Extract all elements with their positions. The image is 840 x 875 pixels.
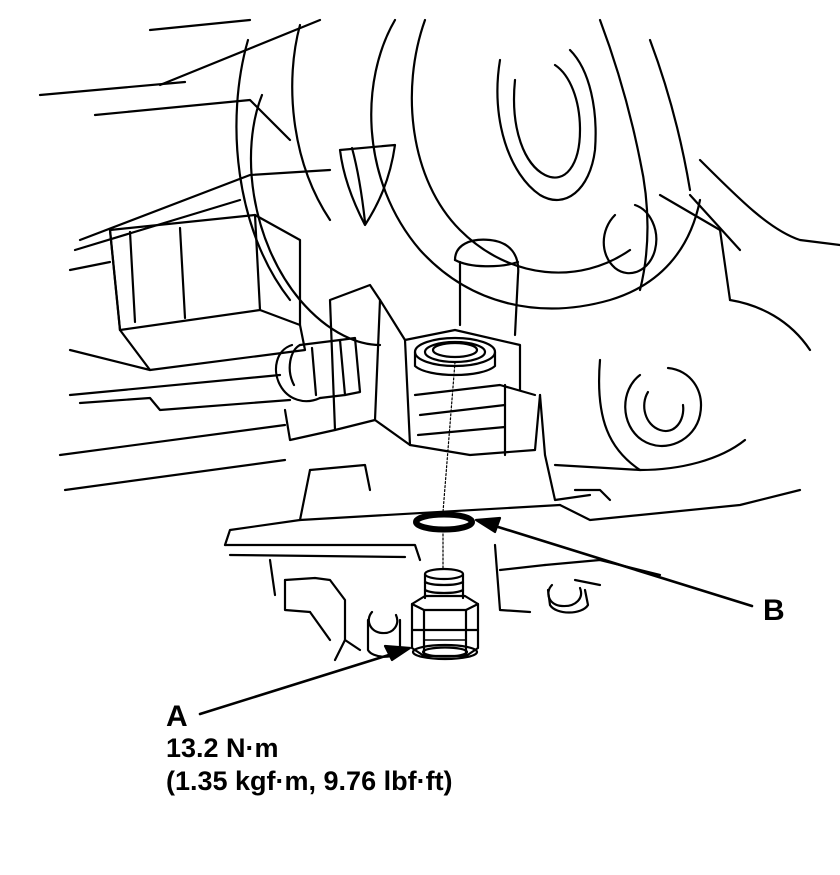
callout-a-torque-alt: (1.35 kgf·m, 9.76 lbf·ft) bbox=[166, 766, 453, 796]
assembly-axis-line bbox=[442, 361, 456, 569]
mount-bracket bbox=[274, 283, 747, 502]
transmission-housing bbox=[38, 18, 840, 352]
oil-pan bbox=[223, 463, 802, 662]
callout-a-torque-nm: 13.2 N·m bbox=[166, 733, 279, 763]
callout-b-letter: B bbox=[763, 594, 785, 627]
callout-a-letter: A bbox=[166, 700, 188, 733]
drain-port bbox=[413, 336, 497, 377]
left-shelf bbox=[58, 213, 307, 492]
leader-arrow-b bbox=[474, 516, 754, 608]
drain-plug bbox=[410, 567, 480, 661]
leader-arrow-a bbox=[198, 644, 412, 716]
sealing-washer bbox=[413, 511, 475, 533]
